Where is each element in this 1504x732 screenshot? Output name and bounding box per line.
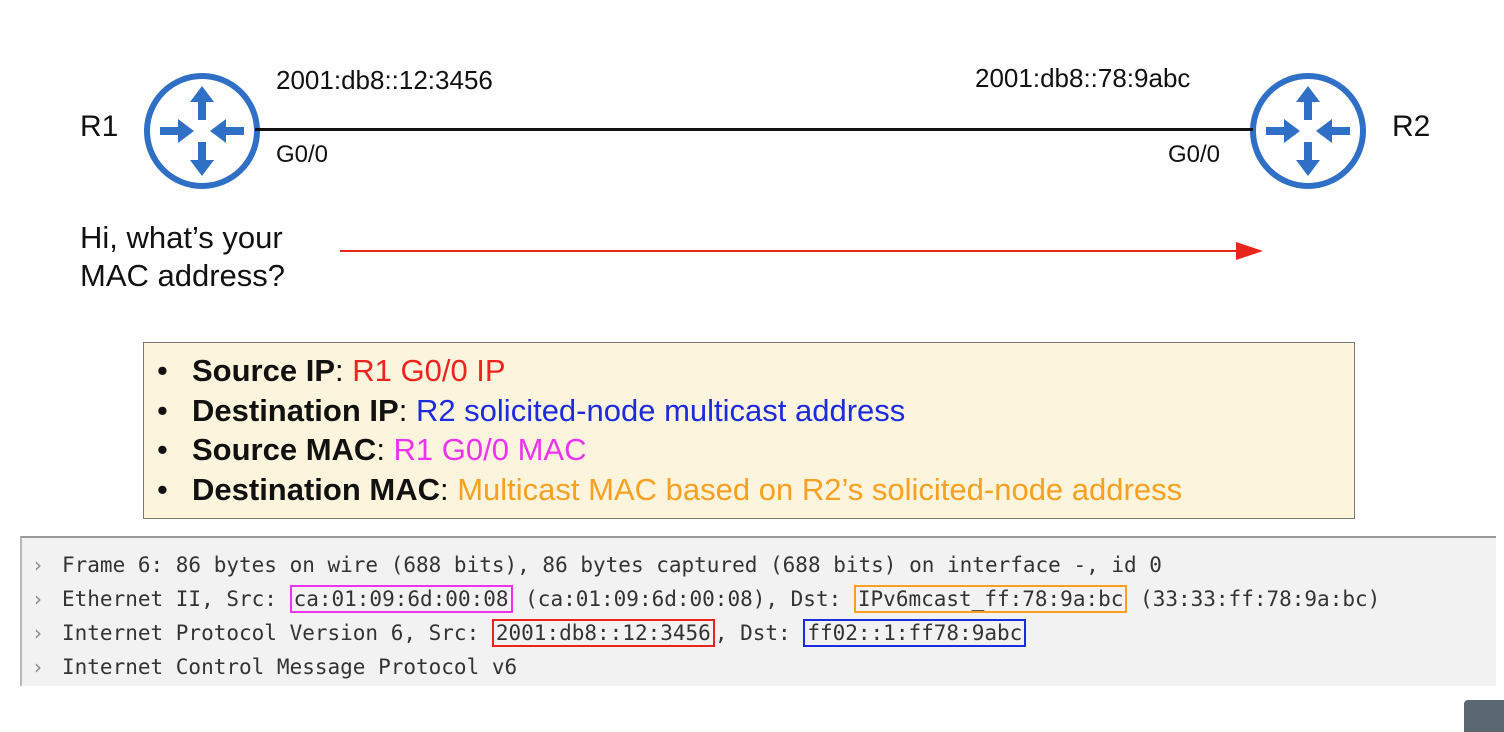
channel-logo-icon[interactable] xyxy=(1464,700,1504,732)
r1-ip-address: 2001:db8::12:3456 xyxy=(276,65,493,95)
field-sep: : xyxy=(398,392,416,428)
field-value: Multicast MAC based on R2’s solicited-no… xyxy=(457,471,1183,507)
field-value: R1 G0/0 IP xyxy=(352,353,506,388)
row-text: Ethernet II, Src: xyxy=(62,587,290,611)
question-line-1: Hi, what’s your xyxy=(80,220,283,255)
field-value: R1 G0/0 MAC xyxy=(393,432,587,467)
ipv6-dst-address: ff02::1:ff78:9abc xyxy=(803,619,1027,647)
row-text: Frame 6: 86 bytes on wire (688 bits), 86… xyxy=(62,553,1162,577)
field-destination-ip: Destination IP: R2 solicited-node multic… xyxy=(157,391,1354,431)
r2-label: R2 xyxy=(1392,110,1431,143)
r2-ip-address: 2001:db8::78:9abc xyxy=(975,63,1191,93)
row-text: (ca:01:09:6d:00:08), Dst: xyxy=(512,587,854,611)
field-term: Destination IP xyxy=(192,392,399,428)
r1-label: R1 xyxy=(80,110,119,143)
capture-row-icmpv6[interactable]: Internet Control Message Protocol v6 xyxy=(62,650,517,684)
capture-row-frame[interactable]: Frame 6: 86 bytes on wire (688 bits), 86… xyxy=(62,548,1162,582)
field-destination-mac: Destination MAC: Multicast MAC based on … xyxy=(157,470,1354,510)
ethernet-src-mac: ca:01:09:6d:00:08 xyxy=(289,585,513,613)
expand-chevron-icon[interactable]: › xyxy=(34,655,42,679)
r2-interface: G0/0 xyxy=(1168,141,1221,168)
field-term: Destination MAC xyxy=(192,471,440,507)
question-line-2: MAC address? xyxy=(80,258,286,293)
ethernet-dst-mac: IPv6mcast_ff:78:9a:bc xyxy=(853,585,1128,613)
packet-capture-pane: › Frame 6: 86 bytes on wire (688 bits), … xyxy=(20,536,1496,686)
ns-arrow-line xyxy=(340,250,1240,252)
router-link xyxy=(255,128,1253,131)
expand-chevron-icon[interactable]: › xyxy=(34,553,42,577)
field-sep: : xyxy=(376,432,394,467)
row-text: (33:33:ff:78:9a:bc) xyxy=(1127,587,1381,611)
field-sep: : xyxy=(440,471,458,507)
field-source-ip: Source IP: R1 G0/0 IP xyxy=(157,351,1354,391)
row-text: Internet Protocol Version 6, Src: xyxy=(62,621,492,645)
question-text: Hi, what’s your MAC address? xyxy=(80,219,285,295)
field-source-mac: Source MAC: R1 G0/0 MAC xyxy=(157,430,1354,470)
field-sep: : xyxy=(335,353,353,388)
capture-row-ethernet[interactable]: Ethernet II, Src: ca:01:09:6d:00:08 (ca:… xyxy=(62,582,1380,616)
row-text: , Dst: xyxy=(714,621,804,645)
packet-fields-list: Source IP: R1 G0/0 IP Destination IP: R2… xyxy=(144,343,1354,509)
expand-chevron-icon[interactable]: › xyxy=(34,621,42,645)
packet-fields-box: Source IP: R1 G0/0 IP Destination IP: R2… xyxy=(143,342,1355,519)
ipv6-src-address: 2001:db8::12:3456 xyxy=(491,619,715,647)
r1-interface: G0/0 xyxy=(276,141,329,168)
field-value: R2 solicited-node multicast address xyxy=(415,392,906,428)
field-term: Source IP xyxy=(192,353,335,388)
expand-chevron-icon[interactable]: › xyxy=(34,587,42,611)
capture-row-ipv6[interactable]: Internet Protocol Version 6, Src: 2001:d… xyxy=(62,616,1027,650)
row-text: Internet Control Message Protocol v6 xyxy=(62,655,518,679)
r2-router-icon xyxy=(1250,73,1366,189)
field-term: Source MAC xyxy=(192,432,377,467)
ns-arrow-head xyxy=(1236,242,1263,260)
r1-router-icon xyxy=(144,73,260,189)
